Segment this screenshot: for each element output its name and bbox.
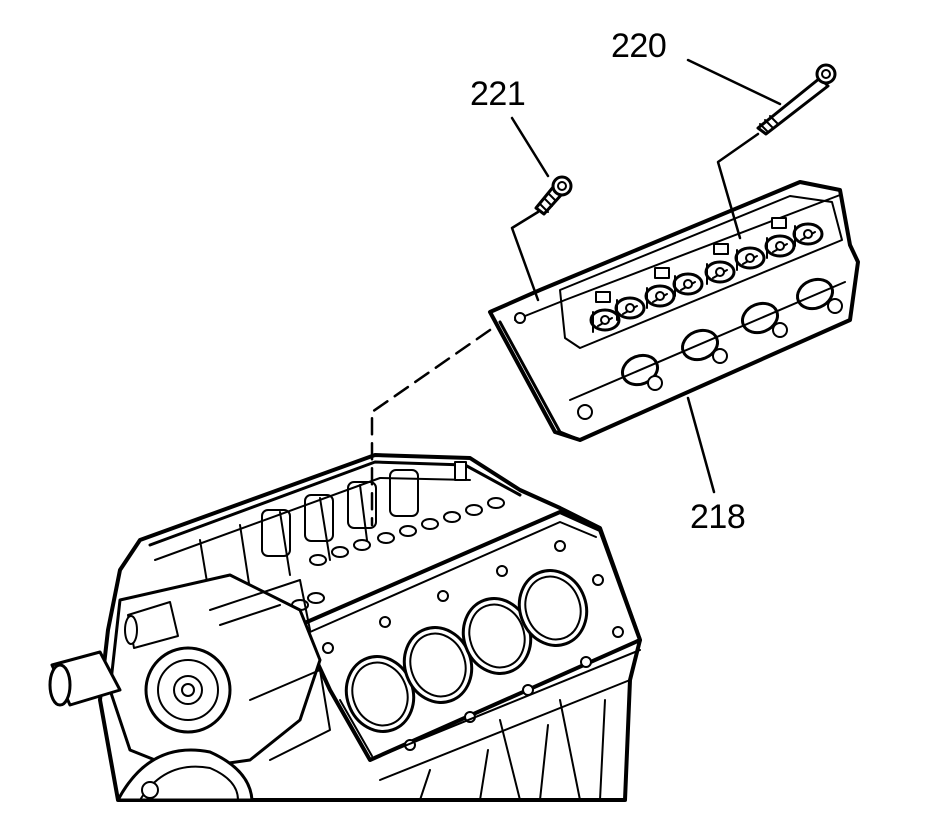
valve-springs <box>589 222 824 333</box>
bolt-long <box>756 63 837 136</box>
cylinder-head <box>488 180 860 442</box>
callout-label-220: 220 <box>611 27 667 65</box>
cylinder-bores <box>322 540 624 751</box>
leader-lines <box>370 58 782 527</box>
callout-label-221: 221 <box>470 75 526 113</box>
callout-label-218: 218 <box>690 498 746 536</box>
water-pump <box>48 573 322 772</box>
bolt-short <box>534 175 573 216</box>
engine-block <box>48 453 642 802</box>
crank-pulley <box>116 748 254 802</box>
